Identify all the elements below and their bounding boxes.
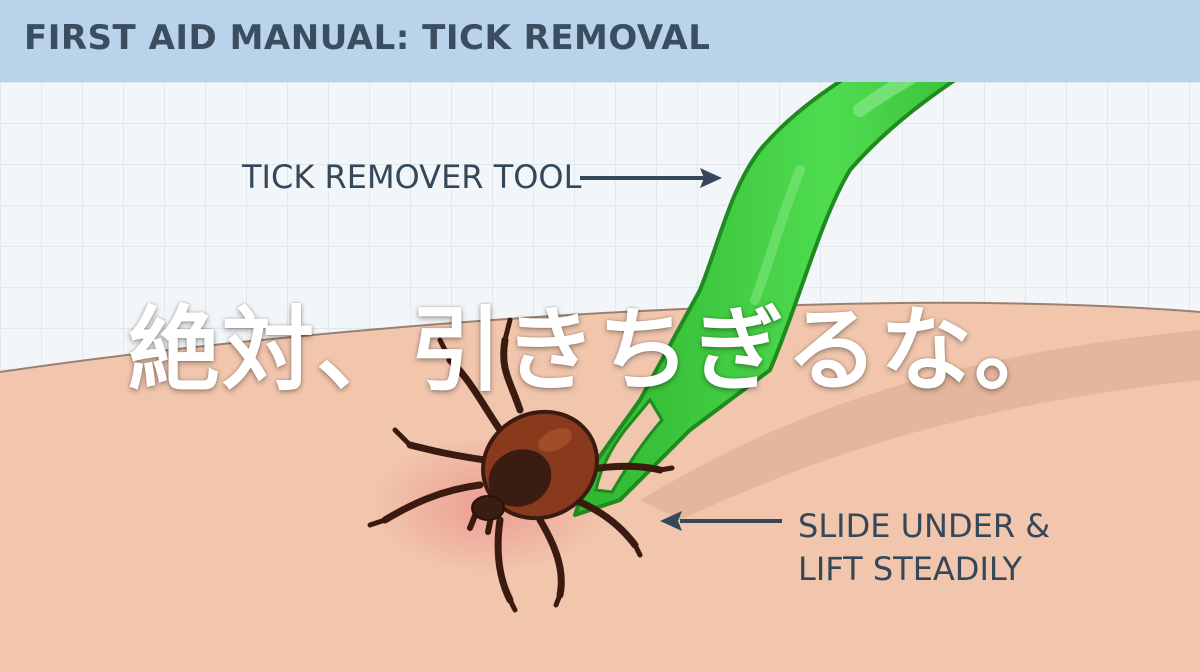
arrow-right-icon bbox=[580, 168, 722, 188]
page-title: FIRST AID MANUAL: TICK REMOVAL bbox=[24, 18, 711, 58]
tool-label: TICK REMOVER TOOL bbox=[242, 158, 582, 196]
tool-shadow bbox=[640, 330, 1200, 520]
instruction-line-1: SLIDE UNDER & bbox=[798, 507, 1051, 545]
arrow-left-icon bbox=[660, 511, 782, 531]
warning-caption: 絶対、引きちぎるな。 bbox=[128, 297, 1069, 404]
instruction-line-2: LIFT STEADILY bbox=[798, 550, 1022, 588]
instruction-label: SLIDE UNDER & LIFT STEADILY bbox=[798, 505, 1050, 591]
tick-body bbox=[471, 409, 599, 521]
tick-icon bbox=[367, 317, 675, 613]
header-bar: FIRST AID MANUAL: TICK REMOVAL bbox=[0, 0, 1200, 82]
